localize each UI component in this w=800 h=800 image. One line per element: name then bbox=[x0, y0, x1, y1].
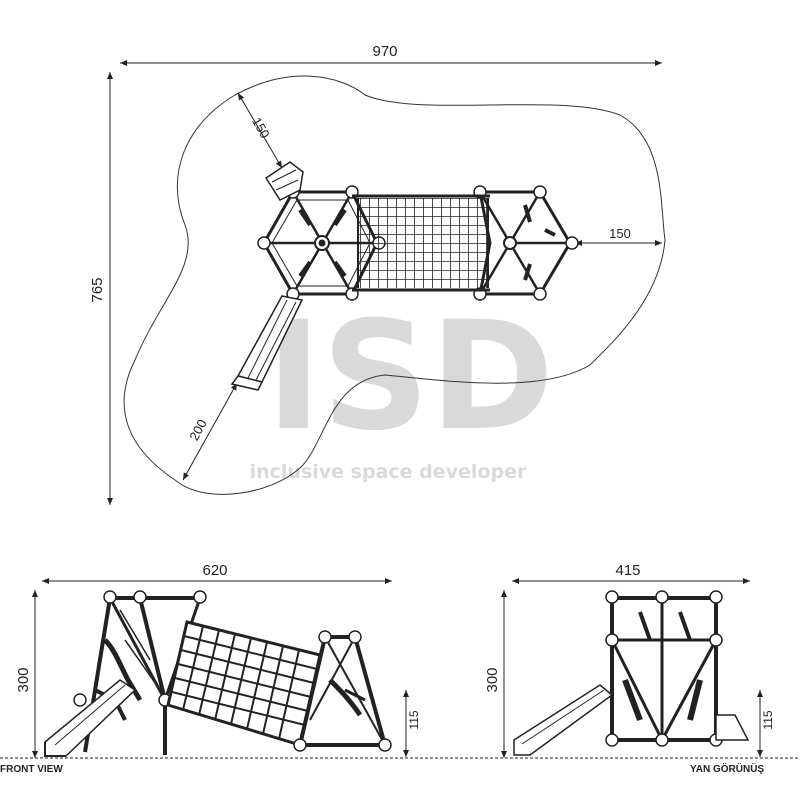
side-width-label: 415 bbox=[615, 562, 640, 579]
plan-view: 970 765 150 150 200 bbox=[89, 43, 666, 505]
dimension-safety-top: 150 bbox=[237, 92, 283, 169]
front-slide bbox=[44, 679, 137, 757]
side-view: 415 300 115 bbox=[484, 562, 775, 775]
side-tower bbox=[605, 590, 723, 747]
front-platform-label: 115 bbox=[407, 710, 421, 729]
front-view-caption: FRONT VIEW bbox=[0, 764, 63, 775]
safety-right-label: 150 bbox=[609, 226, 631, 241]
front-right-tower bbox=[293, 630, 392, 752]
front-climbing-net bbox=[166, 620, 322, 747]
front-dimension-width: 620 bbox=[42, 562, 392, 584]
side-view-caption: YAN GÖRÜNÜŞ bbox=[690, 762, 764, 775]
width-label: 970 bbox=[372, 43, 397, 60]
dimension-safety-slide: 200 bbox=[182, 382, 238, 481]
entry-panel bbox=[264, 161, 304, 201]
side-height-label: 300 bbox=[484, 667, 501, 692]
safety-zone-outline bbox=[123, 75, 666, 495]
front-width-label: 620 bbox=[202, 562, 227, 579]
front-height-label: 300 bbox=[15, 667, 32, 692]
front-view: 620 300 115 bbox=[0, 562, 800, 775]
dimension-width: 970 bbox=[120, 43, 662, 66]
slide-plan bbox=[230, 295, 304, 391]
watermark: ISD inclusive space developer bbox=[250, 290, 555, 483]
net-bridge-plan bbox=[352, 194, 490, 292]
side-dimension-height: 300 bbox=[484, 590, 507, 758]
dimension-safety-right: 150 bbox=[575, 226, 662, 246]
side-platform-label: 115 bbox=[761, 710, 775, 729]
side-dimension-platform: 115 bbox=[757, 690, 775, 757]
side-steps bbox=[715, 714, 750, 741]
front-dimension-platform: 115 bbox=[403, 690, 421, 757]
side-slide bbox=[513, 684, 614, 756]
watermark-tagline: inclusive space developer bbox=[250, 461, 527, 483]
dimension-depth: 765 bbox=[89, 72, 113, 505]
depth-label: 765 bbox=[89, 277, 106, 302]
right-hex-tower bbox=[473, 185, 579, 301]
front-dimension-height: 300 bbox=[15, 590, 38, 758]
side-dimension-width: 415 bbox=[512, 562, 750, 584]
